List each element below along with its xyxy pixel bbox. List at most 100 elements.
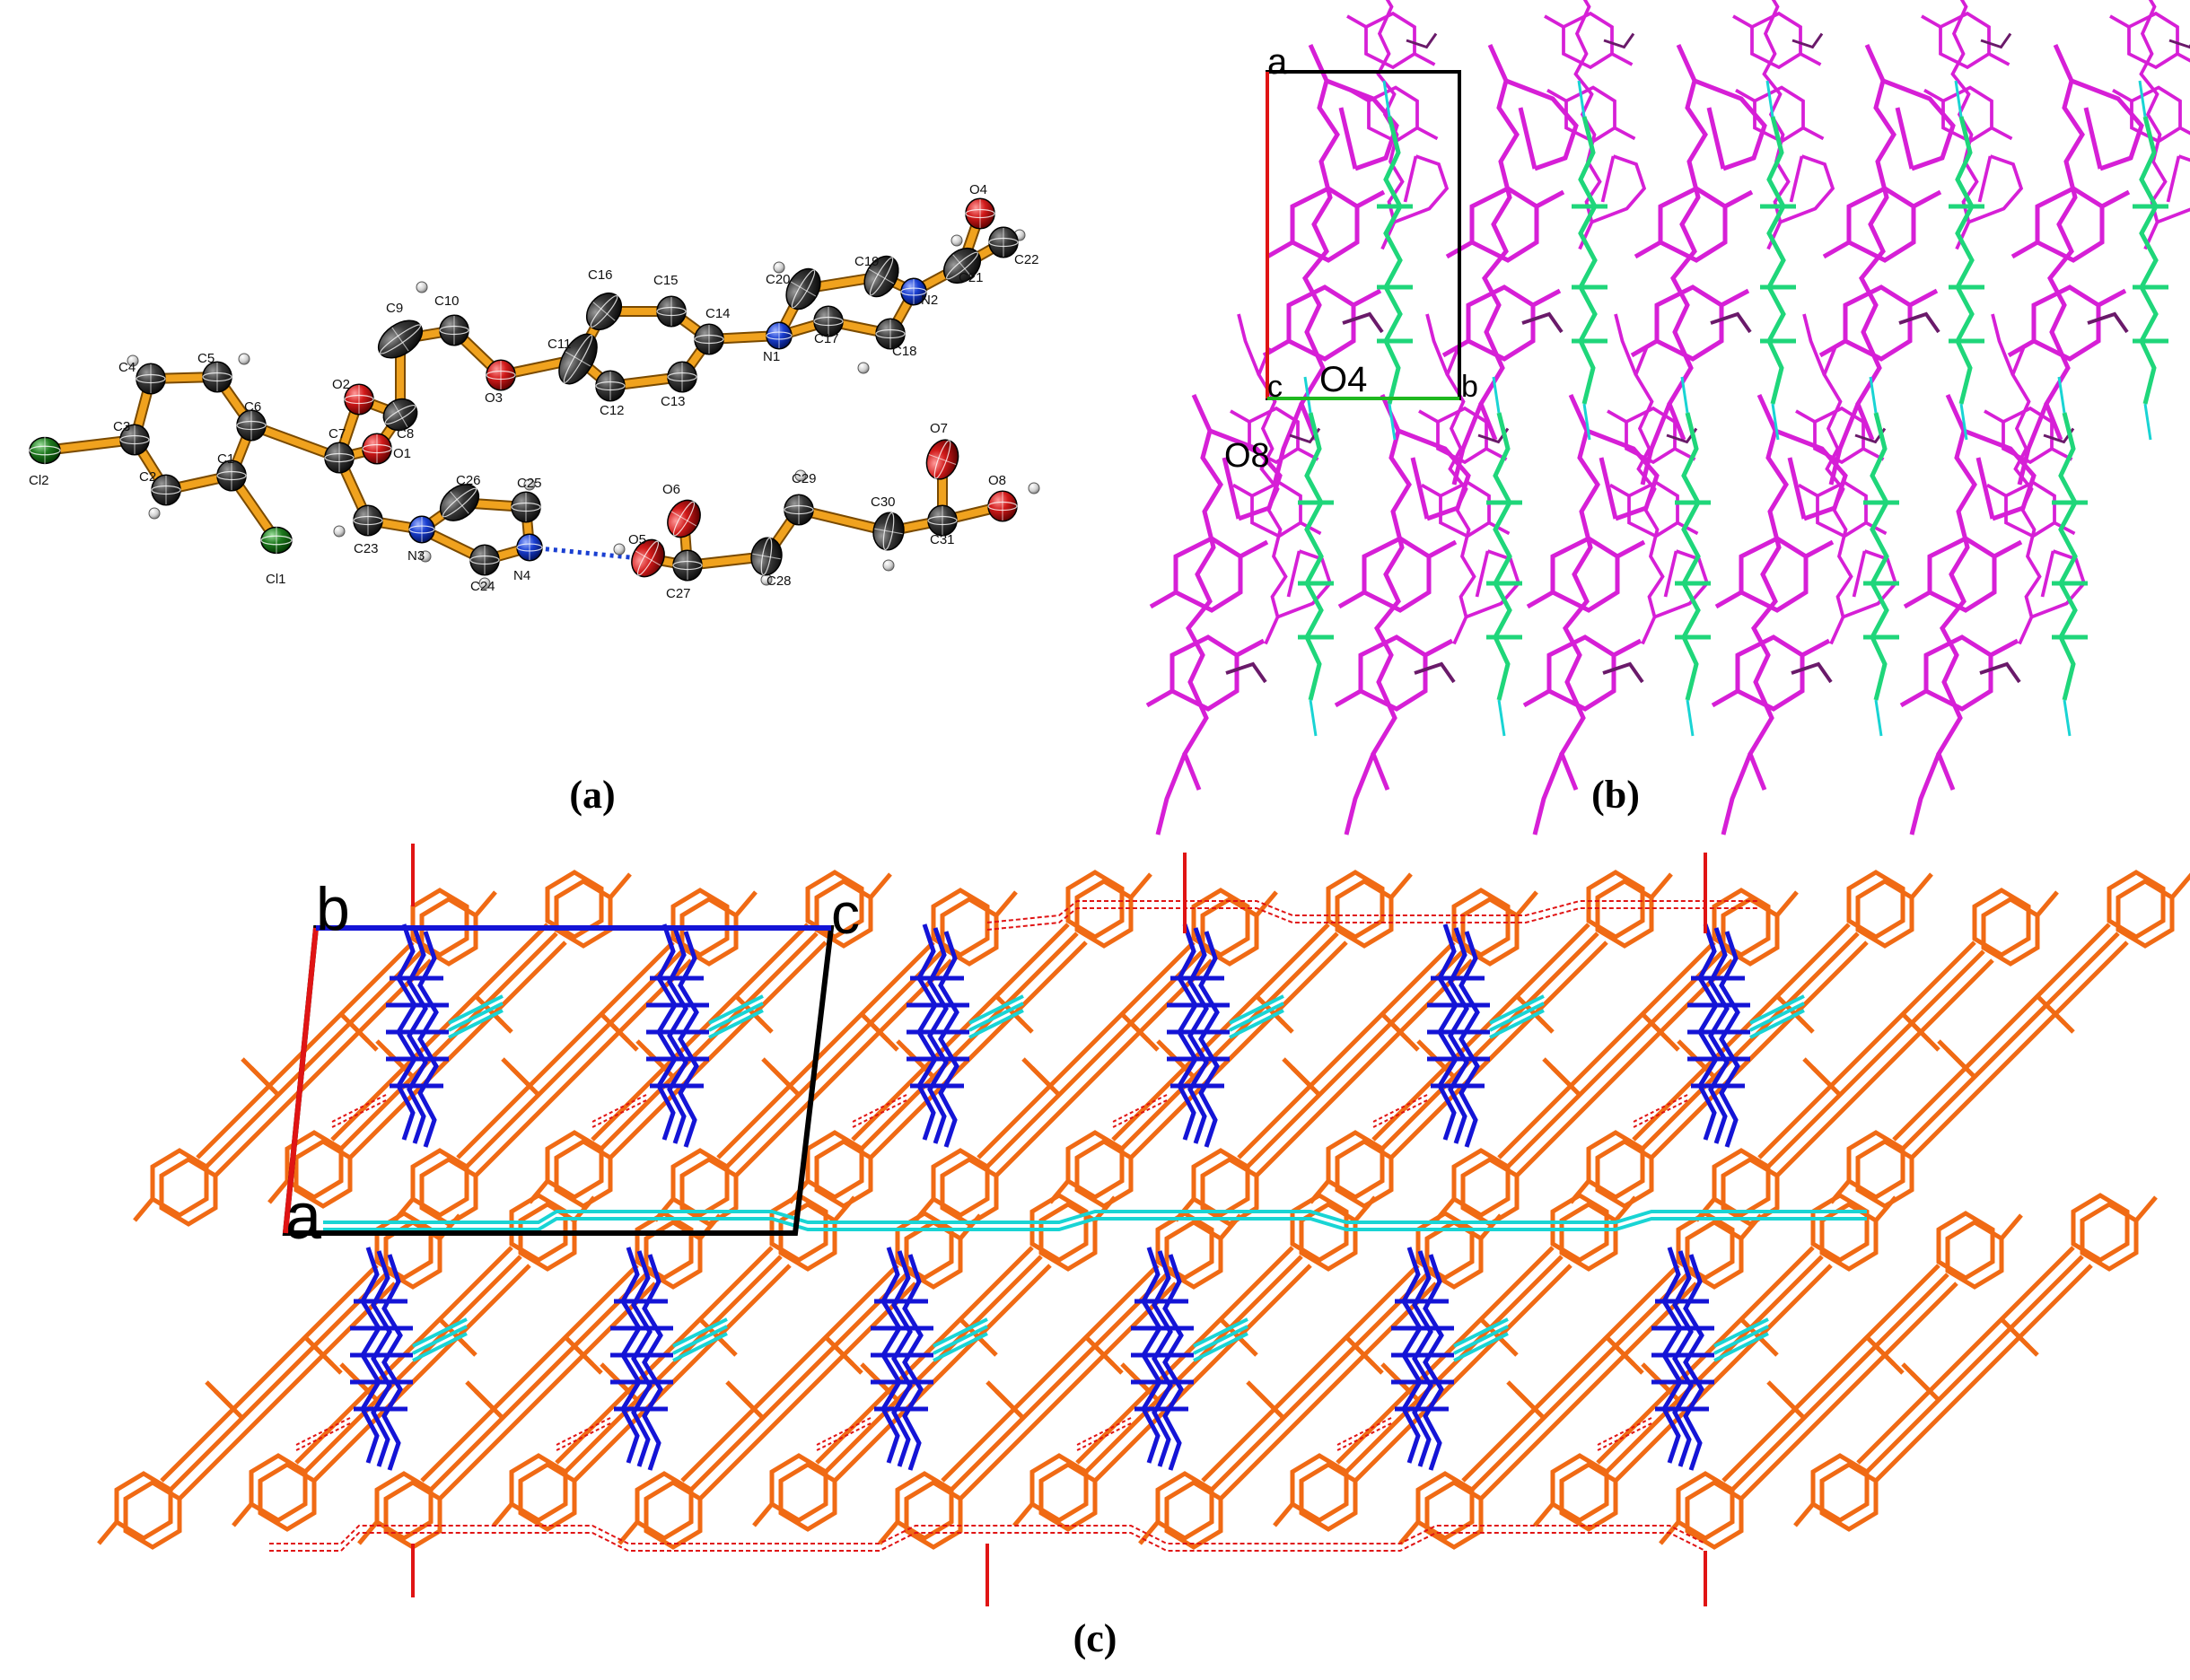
- atom-c28: [750, 537, 783, 576]
- hydrogen-atom: [950, 234, 963, 247]
- ketoconazole-molecule: [1264, 45, 1397, 485]
- atom-label-c25: C25: [517, 476, 542, 491]
- atom-label-c7: C7: [328, 426, 346, 442]
- panel-c-axis-c-label: c: [831, 881, 860, 946]
- atom-label-n1: N1: [763, 349, 780, 364]
- panel-c-axis-b-label: b: [316, 875, 350, 943]
- atom-label-n2: N2: [921, 293, 938, 308]
- panel-c-origin-label: a: [285, 1181, 322, 1253]
- atom-c27: [672, 549, 703, 582]
- atom-label-c2: C2: [139, 469, 156, 485]
- atom-label-c5: C5: [197, 351, 215, 366]
- panel-b-molecule-layer: [1147, 0, 2190, 835]
- atom-label-c13: C13: [661, 394, 686, 409]
- atom-c31: [927, 504, 958, 537]
- atom-cl2: [29, 435, 61, 466]
- atom-c14: [694, 323, 724, 355]
- atom-c22: [988, 226, 1019, 258]
- atom-c12: [595, 370, 626, 402]
- atom-label-c6: C6: [244, 399, 261, 415]
- atom-label-o4: O4: [969, 182, 987, 197]
- atom-c4: [136, 363, 166, 395]
- ketoconazole-molecule: [1820, 45, 1953, 485]
- atom-label-c20: C20: [766, 272, 791, 287]
- atom-c13: [667, 361, 697, 393]
- hydrogen-atom: [416, 281, 428, 293]
- panel-b-o4-label: O4: [1319, 360, 1367, 399]
- hydrogen-atom: [773, 261, 785, 274]
- atom-label-c29: C29: [792, 471, 817, 486]
- atom-label-o6: O6: [662, 482, 680, 497]
- atom-label-o8: O8: [988, 473, 1006, 488]
- ketoconazole-molecule: [1831, 872, 2190, 1206]
- hydrogen-atom: [478, 577, 491, 590]
- panel-b-unit-cell: [1266, 70, 1461, 400]
- atom-c29: [784, 494, 814, 526]
- atom-label-c19: C19: [854, 254, 880, 269]
- atom-label-o1: O1: [393, 446, 411, 461]
- hydrogen-atom: [857, 362, 870, 374]
- panel-c-caption: (c): [1073, 1616, 1117, 1660]
- atom-o6: [667, 499, 701, 538]
- panel-c-hbond-chains: [269, 844, 1867, 1606]
- atom-label-c22: C22: [1014, 252, 1039, 267]
- atom-c8: [382, 398, 418, 432]
- atom-c26: [439, 484, 480, 521]
- atom-label-c31: C31: [930, 532, 955, 547]
- atom-label-c30: C30: [871, 494, 896, 510]
- hydrogen-bond-N4-O5: [529, 545, 640, 561]
- panel-a-hydrogen-bond-layer: [529, 545, 640, 561]
- atom-n4: [516, 533, 543, 562]
- panel-b-axis-a-label: a: [1267, 42, 1288, 82]
- atom-label-c27: C27: [666, 586, 691, 601]
- atom-c30: [872, 512, 905, 551]
- ketoconazole-molecule: [1901, 395, 2034, 835]
- ketoconazole-molecule: [1795, 1195, 2156, 1529]
- atom-cl1: [260, 525, 293, 556]
- atom-c3: [119, 424, 150, 456]
- panel-b-origin-label: c: [1267, 370, 1283, 404]
- atom-c6: [236, 409, 267, 442]
- atom-label-c8: C8: [397, 426, 414, 442]
- atom-label-c23: C23: [354, 541, 379, 556]
- atom-label-o2: O2: [332, 377, 350, 392]
- atom-label-c3: C3: [113, 419, 130, 434]
- atom-label-c15: C15: [653, 273, 679, 288]
- hydrogen-atom: [523, 478, 536, 491]
- hydrogen-atom: [238, 353, 250, 365]
- atom-label-c17: C17: [814, 331, 839, 346]
- hydrogen-atom: [1028, 482, 1040, 494]
- atom-label-c4: C4: [118, 360, 136, 375]
- ketoconazole-molecule: [1524, 395, 1657, 835]
- hydrogen-atom: [333, 525, 346, 538]
- panel-b-caption: (b): [1591, 773, 1640, 817]
- atom-label-n4: N4: [513, 568, 530, 583]
- atom-label-o7: O7: [930, 421, 948, 436]
- panel-c-packing: b c a: [99, 844, 2190, 1606]
- atom-label-c24: C24: [470, 579, 495, 594]
- atom-o1: [362, 433, 392, 465]
- atom-o2: [344, 383, 374, 416]
- atom-c20: [785, 267, 821, 311]
- atom-label-n3: N3: [407, 548, 425, 564]
- atom-label-c18: C18: [892, 344, 917, 359]
- ketoconazole-molecule: [2009, 45, 2142, 485]
- atom-o4: [965, 197, 995, 230]
- atom-label-cl1: Cl1: [266, 572, 286, 587]
- atom-c18: [875, 318, 906, 350]
- atom-c2: [151, 474, 181, 506]
- atom-label-c12: C12: [600, 403, 625, 418]
- hydrogen-atom: [613, 543, 626, 556]
- atom-label-o3: O3: [485, 390, 503, 406]
- atom-c1: [216, 459, 247, 492]
- atom-c7: [324, 442, 355, 474]
- hydrogen-atom: [127, 354, 139, 367]
- panel-a-caption: (a): [569, 773, 615, 817]
- hydrogen-atom: [419, 550, 432, 563]
- atom-label-c26: C26: [456, 473, 481, 488]
- atom-label-cl2: Cl2: [29, 473, 49, 488]
- ketoconazole-molecule: [1713, 395, 1845, 835]
